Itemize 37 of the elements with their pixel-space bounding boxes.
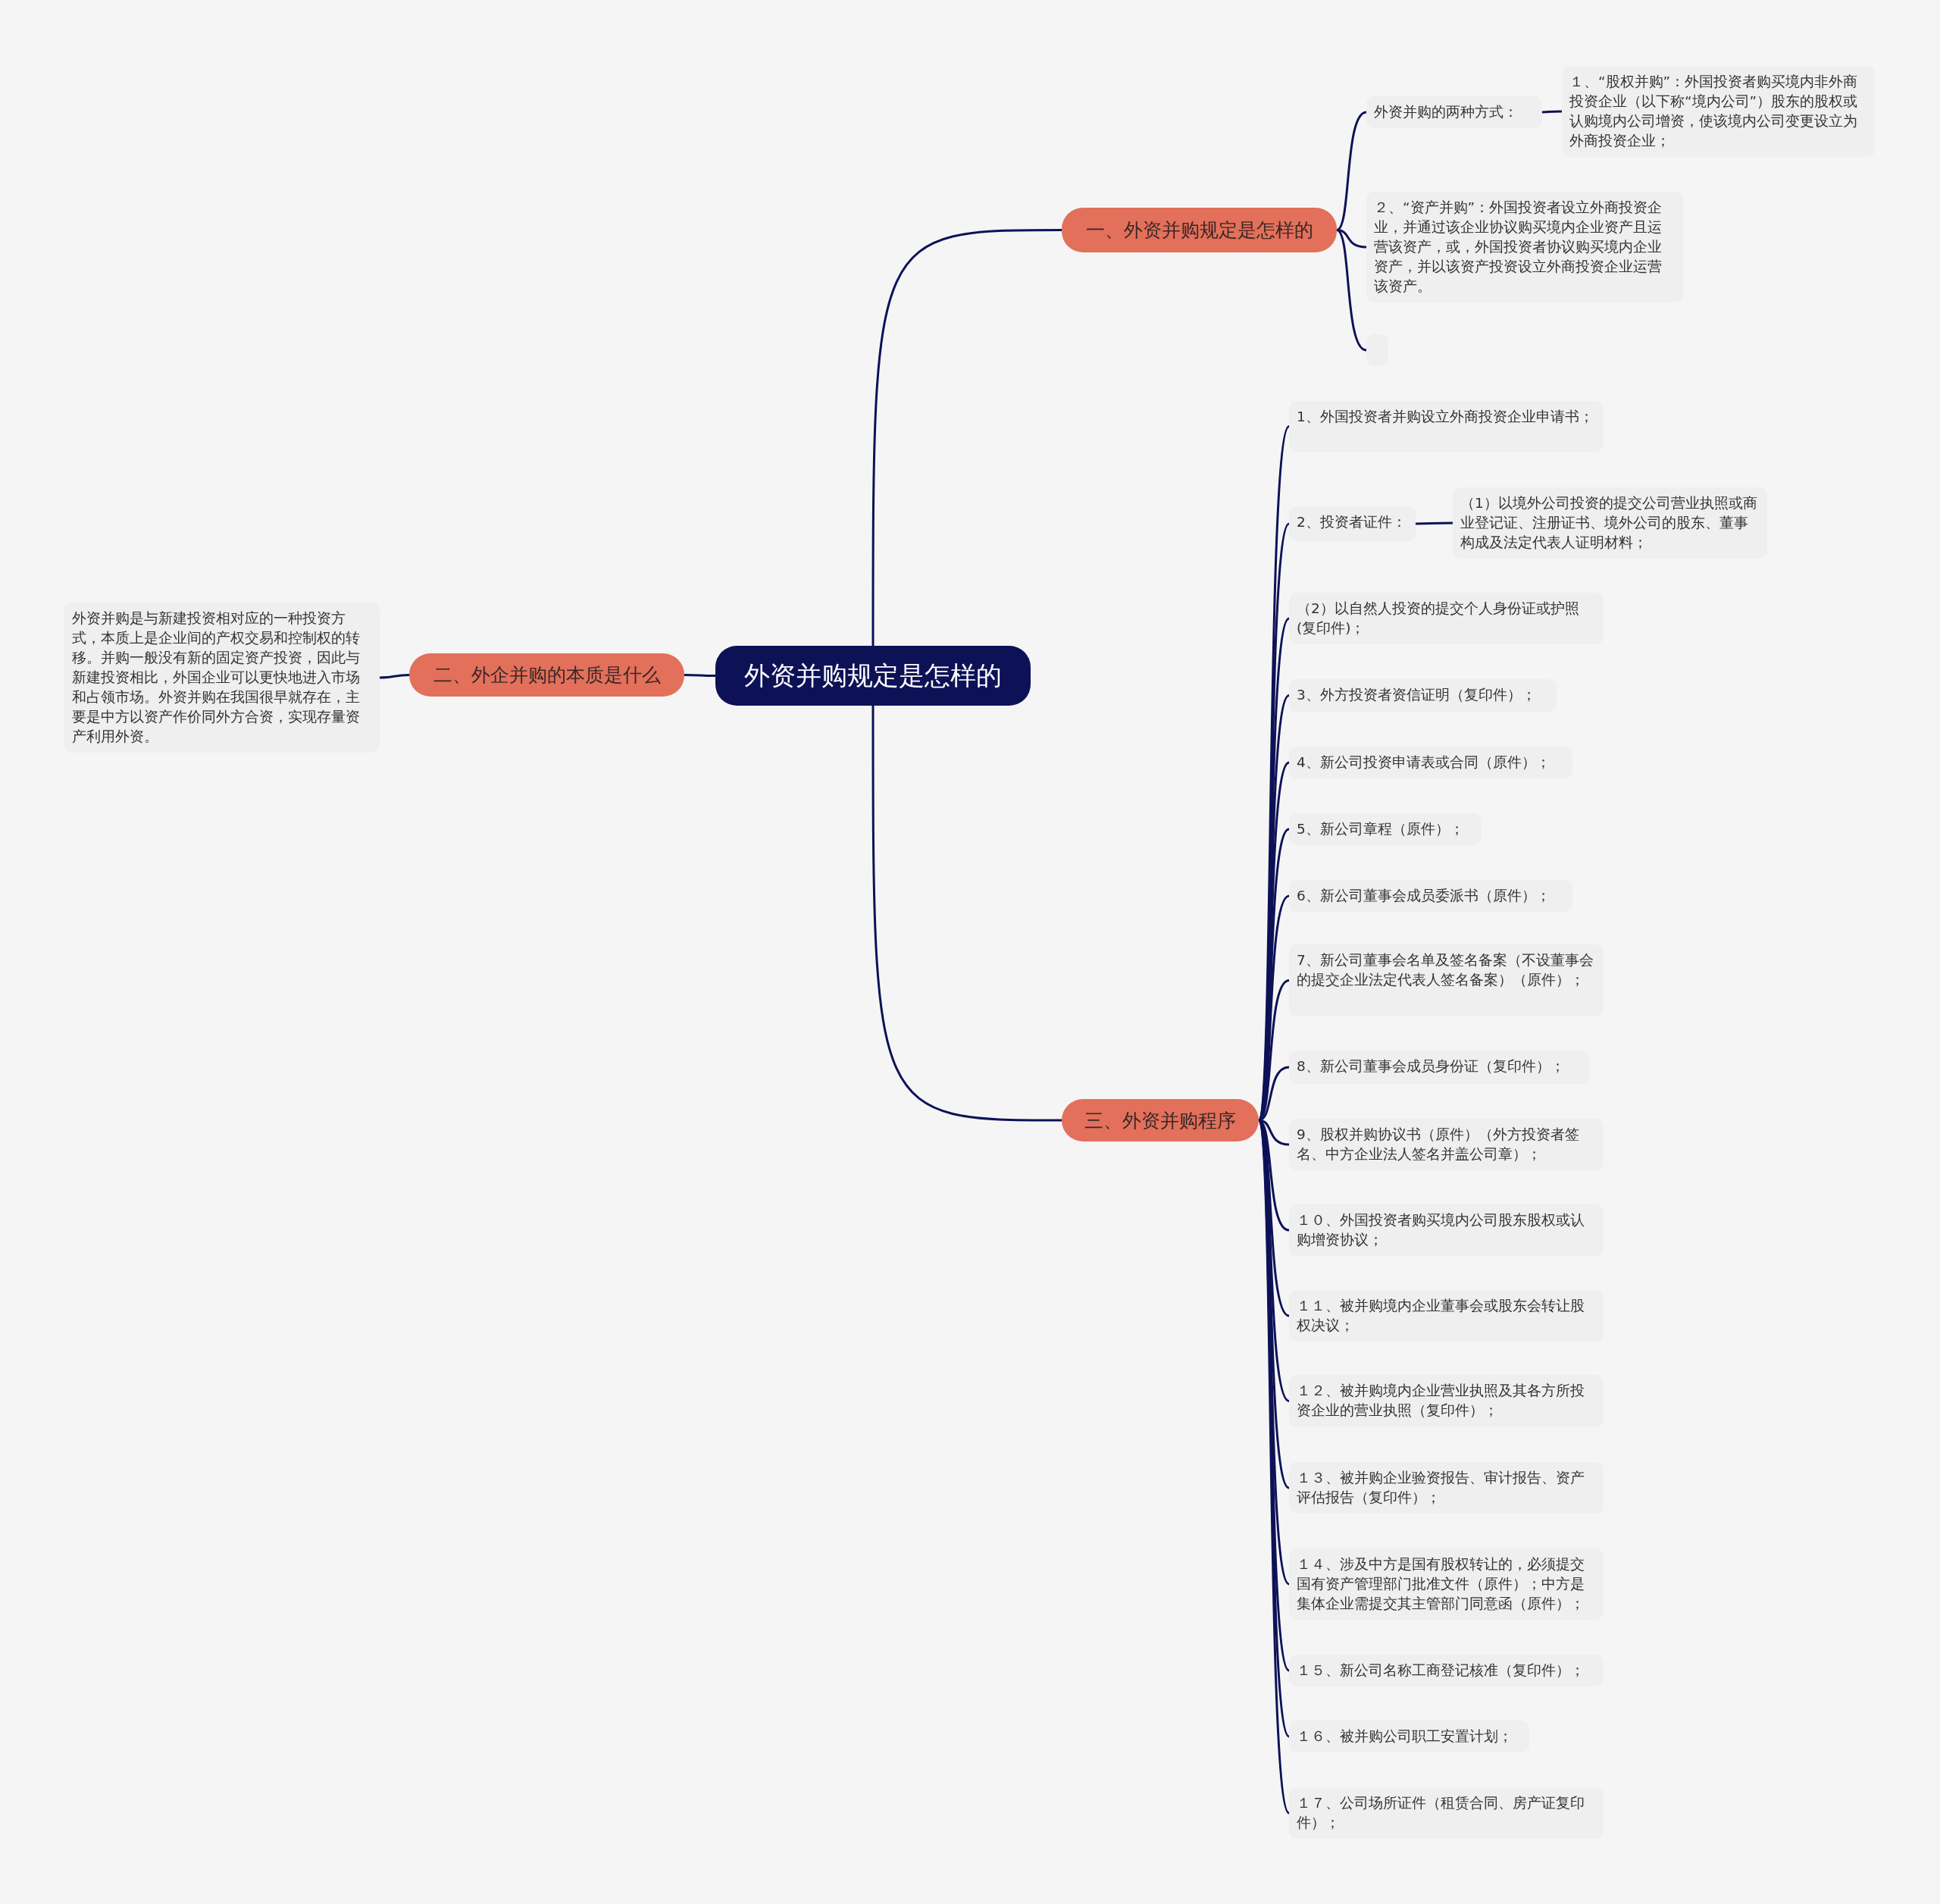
connector-line [1542,110,1562,114]
connector-line [684,674,715,677]
text-box: 外资并购的两种方式： [1366,96,1542,128]
text-box: １７、公司场所证件（租赁合同、房产证复印件）； [1289,1787,1604,1839]
connector-line [871,706,1062,1122]
text-box: 外资并购是与新建投资相对应的一种投资方式，本质上是企业间的产权交易和控制权的转移。并购一般没有新的固定资产投资，因此与新建投资相比，外国企业可以更快地进入市场和占领市场。外资并购在我国很早就存在，主要是中方以资产作价同外方合资，实现存量资产利用外资。 [64,603,380,753]
branch-topic: 三、外资并购程序 [1062,1099,1259,1141]
text-box: 2、投资者证件： [1289,506,1416,541]
text-box: １０、外国投资者购买境内公司股东股权或认购增资协议； [1289,1204,1604,1256]
connector-line [1336,111,1367,231]
central-topic: 外资并购规定是怎样的 [715,646,1031,706]
text-box: １６、被并购公司职工安置计划； [1289,1721,1529,1752]
connector-line [871,229,1062,646]
text-box: １５、新公司名称工商登记核准（复印件）； [1289,1655,1604,1686]
text-box: １３、被并购企业验资报告、审计报告、资产评估报告（复印件）； [1289,1462,1604,1514]
branch-topic: 一、外资并购规定是怎样的 [1062,208,1337,252]
text-box: 4、新公司投资申请表或合同（原件）； [1289,747,1572,778]
text-box: 3、外方投资者资信证明（复印件）； [1289,679,1557,712]
text-box: 8、新公司董事会成员身份证（复印件）； [1289,1051,1589,1084]
connector-line [1336,229,1367,249]
connector-line [379,674,410,679]
text-box: １４、涉及中方是国有股权转让的，必须提交国有资产管理部门批准文件（原件）；中方是集体企业需提交其主管部门同意函（原件）； [1289,1549,1604,1620]
text-box: 9、股权并购协议书（原件）（外方投资者签名、中方企业法人签名并盖公司章）； [1289,1119,1604,1170]
text-box: １２、被并购境内企业营业执照及其各方所投资企业的营业执照（复印件）； [1289,1375,1604,1427]
branch-topic: 二、外企并购的本质是什么 [409,653,684,697]
connector-line [1336,229,1367,352]
text-box: （2）以自然人投资的提交个人身份证或护照(复印件)； [1289,593,1604,644]
text-box: 1、外国投资者并购设立外商投资企业申请书； [1289,401,1604,452]
text-box: 5、新公司章程（原件）； [1289,813,1482,845]
empty-box [1366,334,1388,366]
text-box: １１、被并购境内企业董事会或股东会转让股权决议； [1289,1290,1604,1342]
text-box: （1）以境外公司投资的提交公司营业执照或商业登记证、注册证书、境外公司的股东、董事构成及法定代表人证明材料； [1453,487,1767,559]
connector-line [1416,521,1453,525]
text-box: ２、“资产并购”：外国投资者设立外商投资企业，并通过该企业协议购买境内企业资产且运营该资产，或，外国投资者协议购买境内企业资产，并以该资产投资设立外商投资企业运营该资产。 [1366,192,1683,302]
text-box: 6、新公司董事会成员委派书（原件）； [1289,880,1572,912]
text-box: 7、新公司董事会名单及签名备案（不设董事会的提交企业法定代表人签名备案）（原件）； [1289,944,1604,1016]
text-box: １、“股权并购”：外国投资者购买境内非外商投资企业（以下称“境内公司”）股东的股权或认购境内公司增资，使该境内公司变更设立为外商投资企业； [1562,66,1875,157]
